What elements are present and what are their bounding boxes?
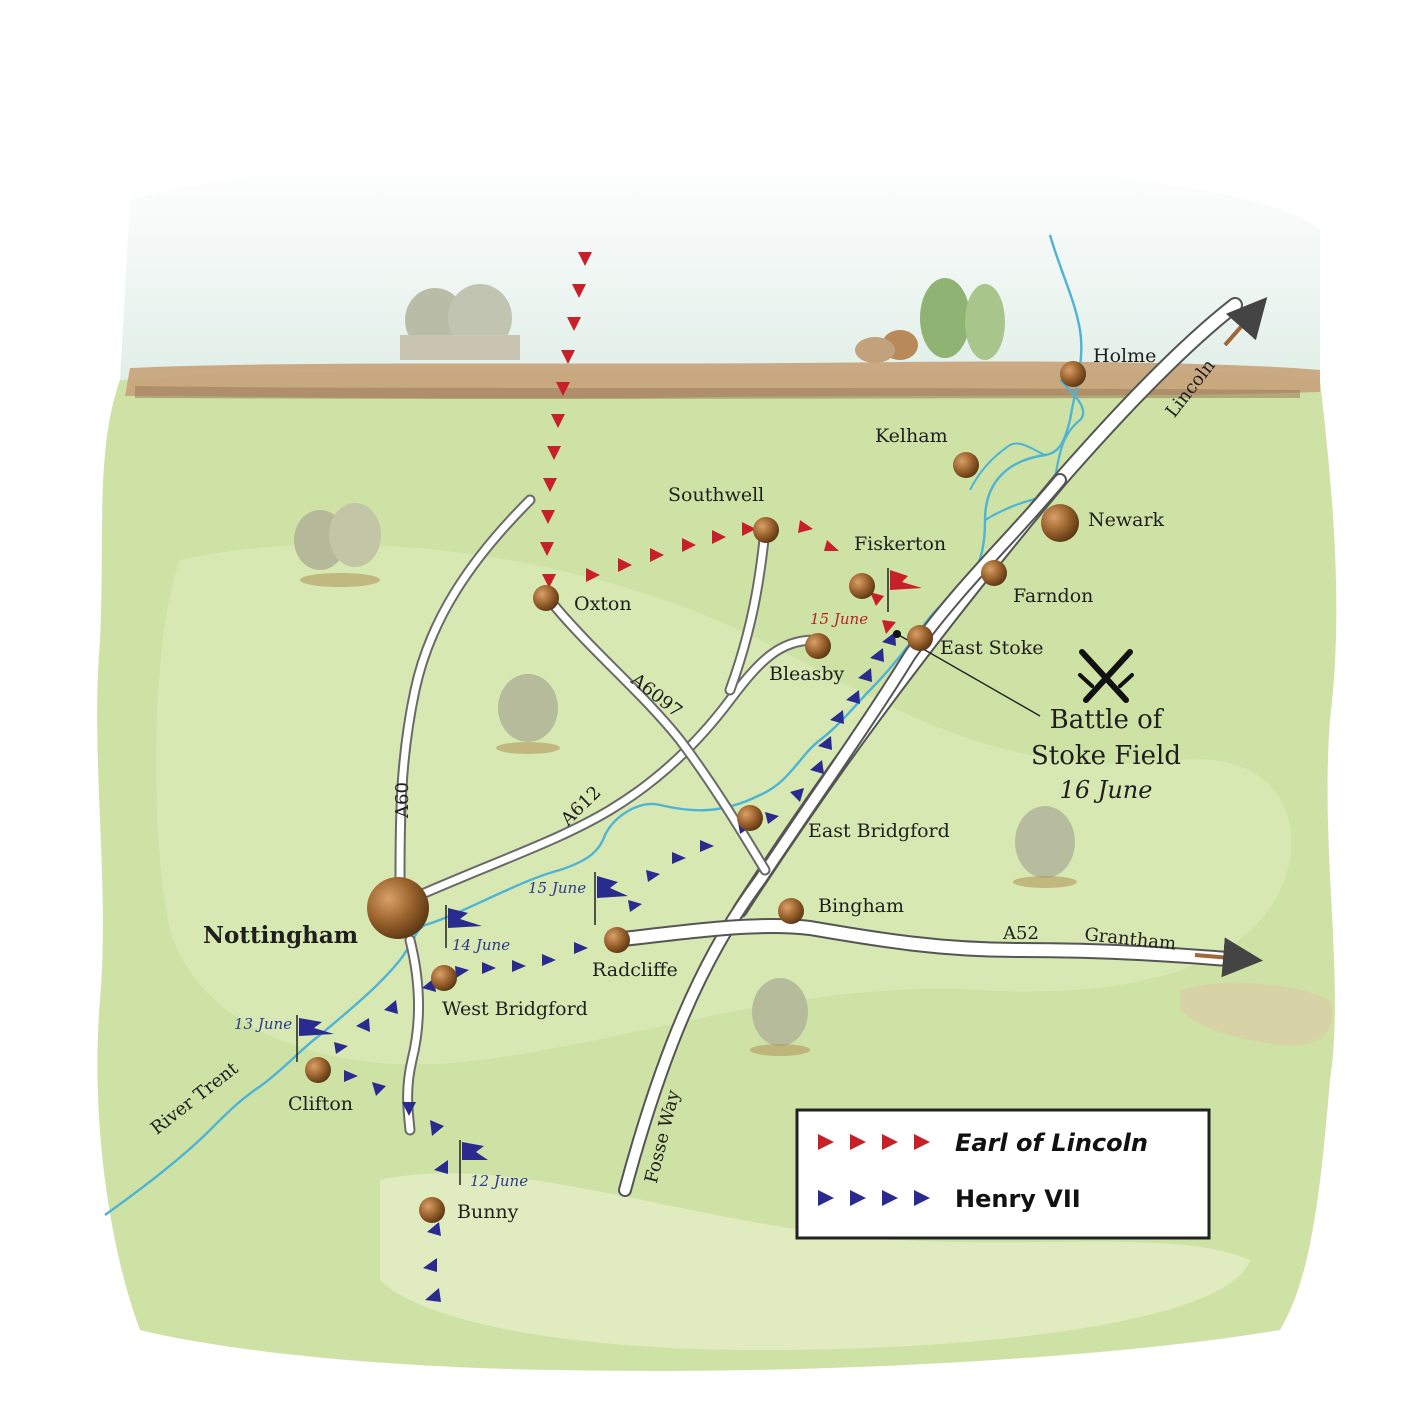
legend-box bbox=[795, 1108, 1211, 1240]
label-bleasby: Bleasby bbox=[769, 663, 845, 685]
legend-lincoln-arrows bbox=[818, 1134, 930, 1150]
label-nottingham: Nottingham bbox=[203, 922, 358, 949]
town-radcliffe bbox=[604, 927, 630, 953]
flag-15-june-lincoln bbox=[887, 568, 922, 612]
flag-15-june-henry bbox=[594, 872, 628, 925]
battle-date: 16 June bbox=[1060, 776, 1153, 804]
label-east-bridgford: East Bridgford bbox=[808, 820, 950, 842]
river-branch-2 bbox=[969, 442, 1046, 491]
henry-route bbox=[334, 632, 896, 1302]
flag-14-june bbox=[445, 905, 482, 948]
town-bleasby bbox=[805, 633, 831, 659]
legend: Earl of Lincoln Henry VII bbox=[795, 1108, 1211, 1240]
label-15-june-henry: 15 June bbox=[528, 879, 586, 897]
crossed-swords-icon bbox=[1078, 649, 1134, 703]
lincoln-direction-arrow bbox=[1223, 296, 1268, 347]
grass-wash-bottom bbox=[380, 1173, 1250, 1350]
label-13-june: 13 June bbox=[234, 1015, 292, 1033]
battle-point bbox=[893, 630, 901, 638]
horizon-trees bbox=[400, 278, 1005, 363]
river-branch bbox=[984, 379, 1085, 521]
grantham-direction-arrow bbox=[1194, 937, 1263, 978]
label-southwell: Southwell bbox=[668, 484, 764, 506]
legend-henry-arrows bbox=[818, 1190, 930, 1206]
town-markers bbox=[305, 361, 1086, 1223]
lincoln-route bbox=[540, 252, 896, 634]
label-kelham: Kelham bbox=[875, 425, 948, 447]
label-east-stoke: East Stoke bbox=[940, 637, 1043, 659]
label-fiskerton: Fiskerton bbox=[854, 533, 946, 555]
town-kelham bbox=[953, 452, 979, 478]
tree-4 bbox=[750, 978, 810, 1056]
tree-2 bbox=[496, 674, 560, 754]
legend-henry-label: Henry VII bbox=[955, 1185, 1081, 1213]
label-bingham: Bingham bbox=[818, 895, 904, 917]
legend-lincoln-label: Earl of Lincoln bbox=[955, 1129, 1148, 1157]
town-east-bridgford bbox=[737, 805, 763, 831]
town-newark bbox=[1041, 504, 1079, 542]
horizon-band-dark bbox=[135, 386, 1300, 399]
town-oxton bbox=[533, 585, 559, 611]
label-holme: Holme bbox=[1093, 345, 1156, 367]
label-clifton: Clifton bbox=[288, 1093, 353, 1115]
town-east-stoke bbox=[907, 625, 933, 651]
battle-title-line2: Stoke Field bbox=[1031, 741, 1181, 771]
tree-3 bbox=[1013, 806, 1077, 888]
town-clifton bbox=[305, 1057, 331, 1083]
town-farndon bbox=[981, 560, 1007, 586]
town-southwell bbox=[753, 517, 779, 543]
label-a60: A60 bbox=[392, 782, 413, 819]
label-a52: A52 bbox=[1002, 923, 1039, 944]
town-bingham bbox=[778, 898, 804, 924]
town-bunny bbox=[419, 1197, 445, 1223]
label-14-june: 14 June bbox=[452, 936, 510, 954]
label-12-june: 12 June bbox=[470, 1172, 528, 1190]
label-radcliffe: Radcliffe bbox=[592, 959, 678, 981]
label-bunny: Bunny bbox=[457, 1201, 519, 1223]
town-nottingham bbox=[367, 877, 429, 939]
label-newark: Newark bbox=[1088, 509, 1165, 531]
label-oxton: Oxton bbox=[574, 593, 632, 615]
town-holme bbox=[1060, 361, 1086, 387]
town-fiskerton bbox=[849, 573, 875, 599]
sand-patch bbox=[1180, 982, 1333, 1046]
flag-13-june bbox=[296, 1015, 334, 1062]
label-15-june-lincoln: 15 June bbox=[810, 610, 868, 628]
label-farndon: Farndon bbox=[1013, 585, 1093, 607]
town-west-bridgford bbox=[431, 965, 457, 991]
battle-title-line1: Battle of bbox=[1050, 705, 1165, 735]
label-west-bridgford: West Bridgford bbox=[442, 998, 588, 1020]
flag-12-june bbox=[459, 1140, 488, 1185]
tree-1 bbox=[294, 503, 381, 587]
